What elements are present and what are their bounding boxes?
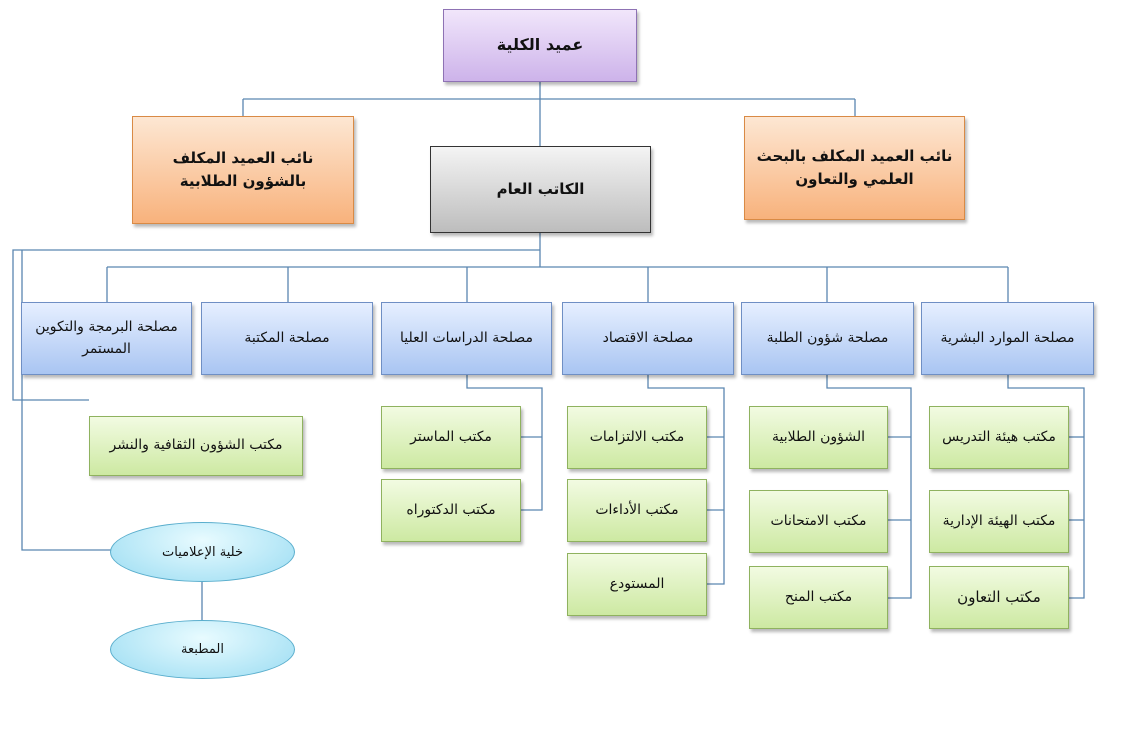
vice-dean-students-label: نائب العميد المكلف بالشؤون الطلابية <box>172 148 314 190</box>
office-teaching-staff: مكتب هيئة التدريس <box>929 406 1069 469</box>
department-economy: مصلحة الاقتصاد <box>562 302 734 375</box>
office-cooperation: مكتب التعاون <box>929 566 1069 629</box>
printing-label: المطبعة <box>181 642 224 657</box>
department-programming-label: مصلحة البرمجة والتكوين المستمر <box>35 318 178 357</box>
office-commitments: مكتب الالتزامات <box>567 406 707 469</box>
vice-dean-research-label: نائب العميد المكلف بالبحث العلمي والتعاو… <box>756 146 953 188</box>
office-grants: مكتب المنح <box>749 566 888 629</box>
office-grants-label: مكتب المنح <box>784 588 853 605</box>
office-warehouse: المستودع <box>567 553 707 616</box>
office-student-affairs: الشؤون الطلابية <box>749 406 888 469</box>
dean-label: عميد الكلية <box>496 35 584 55</box>
office-payments: مكتب الأداءات <box>567 479 707 542</box>
office-warehouse-label: المستودع <box>609 575 665 592</box>
office-doctorate: مكتب الدكتوراه <box>381 479 521 542</box>
office-exams-label: مكتب الامتحانات <box>770 512 867 529</box>
department-hr-label: مصلحة الموارد البشرية <box>940 329 1075 346</box>
secretary-general-label: الكاتب العام <box>496 179 585 198</box>
office-exams: مكتب الامتحانات <box>749 490 888 553</box>
office-admin-staff-label: مكتب الهيئة الإدارية <box>942 512 1056 529</box>
department-library-label: مصلحة المكتبة <box>244 329 330 346</box>
department-students: مصلحة شؤون الطلبة <box>741 302 914 375</box>
office-culture-label: مكتب الشؤون الثقافية والنشر <box>109 437 283 454</box>
office-admin-staff: مكتب الهيئة الإدارية <box>929 490 1069 553</box>
office-teaching-staff-label: مكتب هيئة التدريس <box>942 428 1056 445</box>
office-master: مكتب الماستر <box>381 406 521 469</box>
department-programming: مصلحة البرمجة والتكوين المستمر <box>21 302 192 375</box>
dean-box: عميد الكلية <box>443 9 637 82</box>
printing-oval: المطبعة <box>110 620 295 679</box>
media-cell-label: خلية الإعلاميات <box>162 544 243 560</box>
department-economy-label: مصلحة الاقتصاد <box>602 329 694 346</box>
office-doctorate-label: مكتب الدكتوراه <box>406 501 496 518</box>
office-culture: مكتب الشؤون الثقافية والنشر <box>89 416 303 476</box>
department-hr: مصلحة الموارد البشرية <box>921 302 1094 375</box>
media-cell-oval: خلية الإعلاميات <box>110 522 295 582</box>
department-graduate: مصلحة الدراسات العليا <box>381 302 552 375</box>
vice-dean-students-box: نائب العميد المكلف بالشؤون الطلابية <box>132 116 354 224</box>
vice-dean-research-box: نائب العميد المكلف بالبحث العلمي والتعاو… <box>744 116 965 220</box>
secretary-general-box: الكاتب العام <box>430 146 651 233</box>
office-payments-label: مكتب الأداءات <box>595 501 679 518</box>
department-library: مصلحة المكتبة <box>201 302 373 375</box>
office-student-affairs-label: الشؤون الطلابية <box>772 428 865 445</box>
office-cooperation-label: مكتب التعاون <box>957 587 1041 606</box>
department-graduate-label: مصلحة الدراسات العليا <box>399 329 534 346</box>
office-commitments-label: مكتب الالتزامات <box>589 428 685 445</box>
department-students-label: مصلحة شؤون الطلبة <box>766 329 889 346</box>
office-master-label: مكتب الماستر <box>410 428 492 445</box>
